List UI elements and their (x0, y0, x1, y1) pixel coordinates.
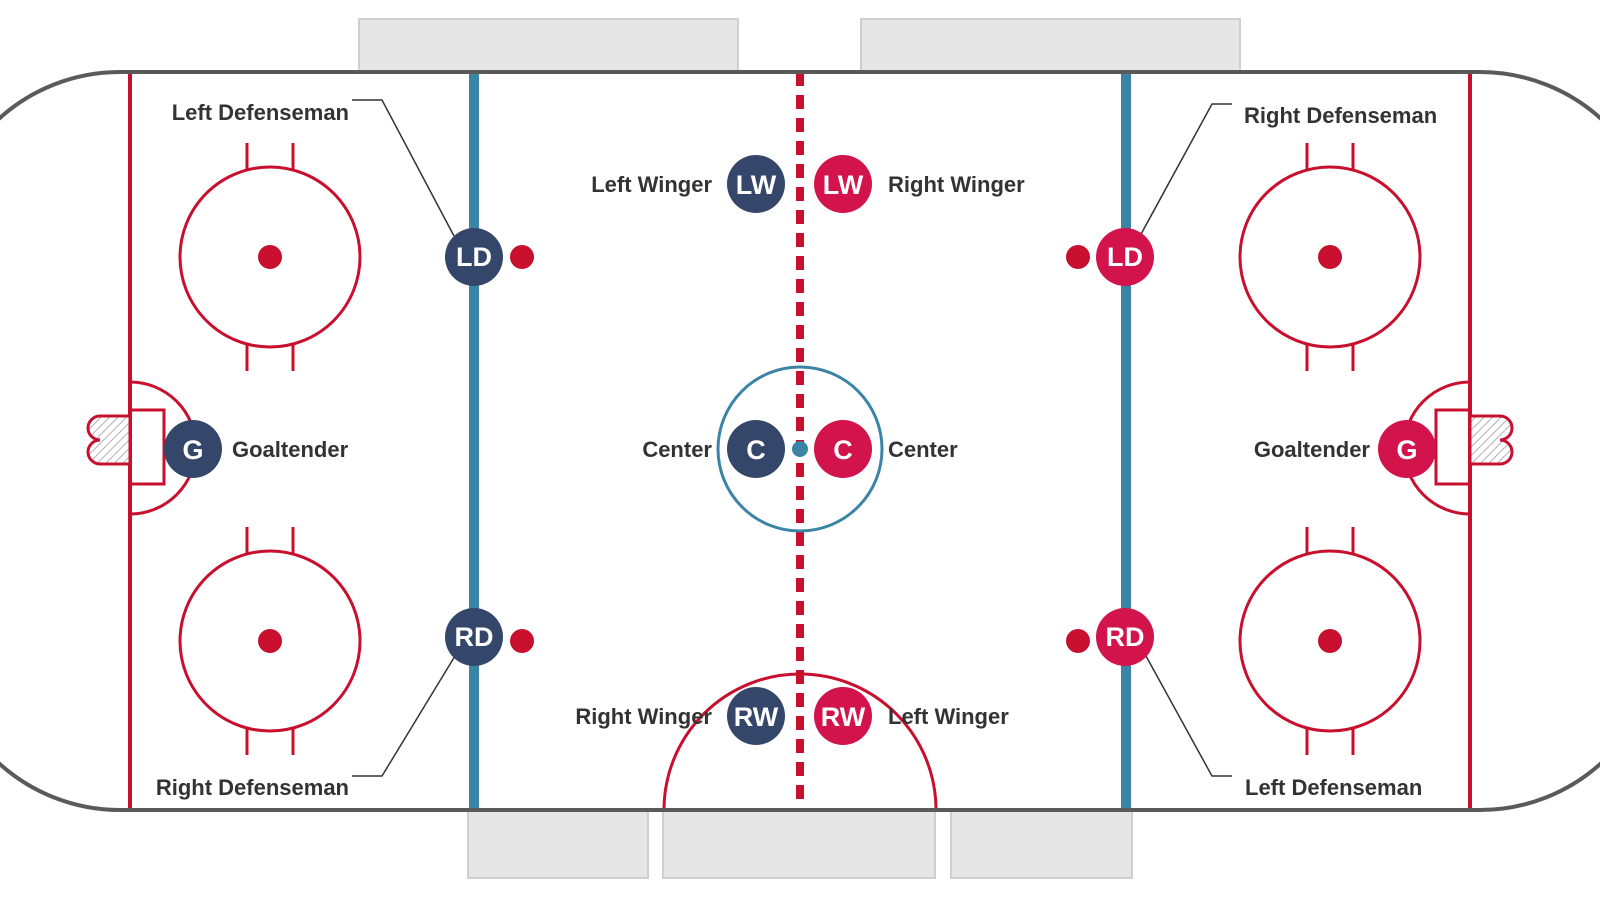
penalty-box-right (950, 807, 1133, 879)
zone-faceoff-circle (178, 143, 362, 371)
neutral-dot (510, 245, 534, 269)
leader-line (1145, 655, 1232, 777)
player-lw-right: LW (814, 155, 872, 213)
leader-line (352, 99, 455, 237)
leader-line (1139, 103, 1232, 237)
player-token-text: C (833, 435, 853, 465)
player-ld-right: LD (1096, 228, 1154, 286)
bench-top-right (860, 18, 1241, 75)
leader-line (352, 655, 456, 777)
player-g-left: G (164, 420, 222, 478)
player-token-text: RW (821, 702, 866, 732)
player-token-text: C (746, 435, 766, 465)
neutral-dot (1066, 245, 1090, 269)
neutral-dot (510, 629, 534, 653)
center-faceoff-circle (716, 365, 884, 533)
player-rd-right: RD (1096, 608, 1154, 666)
player-rw-left: RW (727, 687, 785, 745)
label-right-winger: Right Winger (575, 704, 712, 729)
center-faceoff-dot (792, 441, 808, 457)
player-ld-left: LD (445, 228, 503, 286)
goal-net-right (1434, 408, 1514, 486)
player-rw-right: RW (814, 687, 872, 745)
label-left-defenseman: Left Defenseman (1245, 775, 1422, 800)
label-left-defenseman: Left Defenseman (172, 100, 349, 125)
player-c-right: C (814, 420, 872, 478)
blue-line-left (469, 72, 479, 810)
player-c-left: C (727, 420, 785, 478)
player-token-text: G (1396, 435, 1417, 465)
label-goaltender: Goaltender (1254, 437, 1371, 462)
zone-faceoff-circle (1238, 527, 1422, 755)
rink-boards (0, 70, 1600, 812)
neutral-dot (1066, 629, 1090, 653)
blue-line-right (1121, 72, 1131, 810)
player-token-text: LW (736, 170, 777, 200)
faceoff-dot (258, 245, 282, 269)
referee-crease (662, 672, 938, 810)
player-token-text: LD (456, 242, 492, 272)
label-left-winger: Left Winger (888, 704, 1009, 729)
faceoff-dot (1318, 629, 1342, 653)
player-rd-left: RD (445, 608, 503, 666)
player-token-text: G (182, 435, 203, 465)
officials-box (662, 807, 936, 879)
goal-net-left (86, 408, 166, 486)
label-right-defenseman: Right Defenseman (1244, 103, 1437, 128)
label-goaltender: Goaltender (232, 437, 349, 462)
player-g-right: G (1378, 420, 1436, 478)
label-right-defenseman: Right Defenseman (156, 775, 349, 800)
player-token-text: RD (455, 622, 494, 652)
zone-faceoff-circle (178, 527, 362, 755)
label-center: Center (888, 437, 958, 462)
zone-faceoff-circle (1238, 143, 1422, 371)
player-lw-left: LW (727, 155, 785, 213)
faceoff-dot (258, 629, 282, 653)
label-center: Center (642, 437, 712, 462)
faceoff-dot (1318, 245, 1342, 269)
player-token-text: LD (1107, 242, 1143, 272)
player-token-text: RD (1106, 622, 1145, 652)
player-token-text: RW (734, 702, 779, 732)
player-token-text: LW (823, 170, 864, 200)
label-right-winger: Right Winger (888, 172, 1025, 197)
bench-top-left (358, 18, 739, 75)
label-left-winger: Left Winger (591, 172, 712, 197)
penalty-box-left (467, 807, 649, 879)
